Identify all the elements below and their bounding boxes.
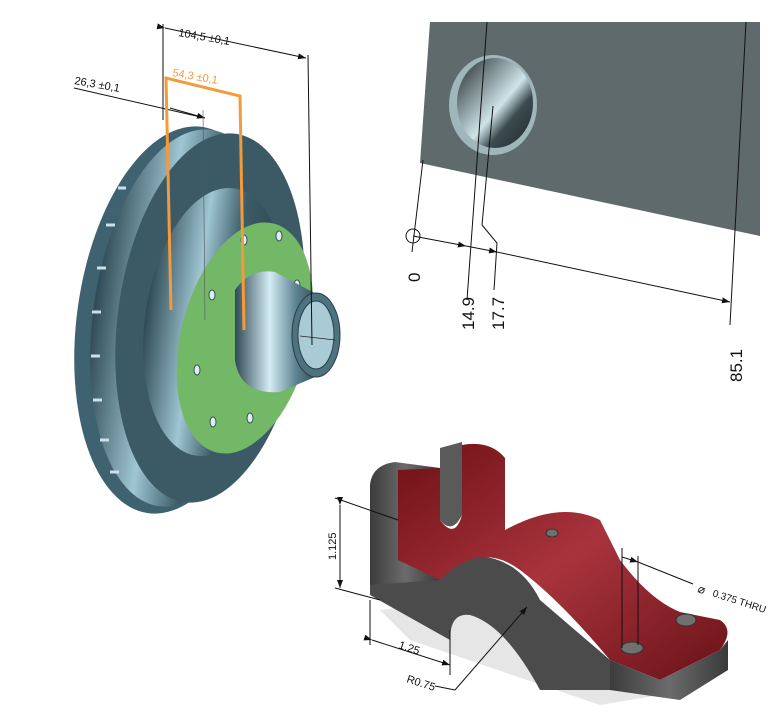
plate-dimensions xyxy=(405,21,747,326)
dim-85-1: 85.1 xyxy=(727,349,746,382)
bracket-model xyxy=(370,442,728,705)
diameter-symbol-icon: ⌀ xyxy=(696,582,707,598)
dim-14-9: 14.9 xyxy=(459,297,478,330)
dim-height: 1.125 xyxy=(327,532,339,560)
dim-offset: 26,3 ±0,1 xyxy=(73,75,120,95)
plate-dim-labels: 0 14.9 17.7 85.1 xyxy=(405,273,746,382)
bracket-top-face xyxy=(398,443,728,680)
dim-hole-diameter: 0.375 THRU xyxy=(711,588,767,616)
flange-highlight-dimension xyxy=(164,76,246,331)
dim-overall-width: 104,5 ±0,1 xyxy=(177,27,230,48)
dim-17-7: 17.7 xyxy=(489,297,508,330)
bore-hole xyxy=(457,58,533,148)
brake-disc-model xyxy=(74,126,341,514)
dim-radius: R0.75 xyxy=(405,673,437,693)
brake-disc-dimensions xyxy=(73,23,313,346)
bracket-dimensions xyxy=(334,497,694,691)
plate-model xyxy=(420,22,760,236)
dim-origin: 0 xyxy=(405,273,424,282)
